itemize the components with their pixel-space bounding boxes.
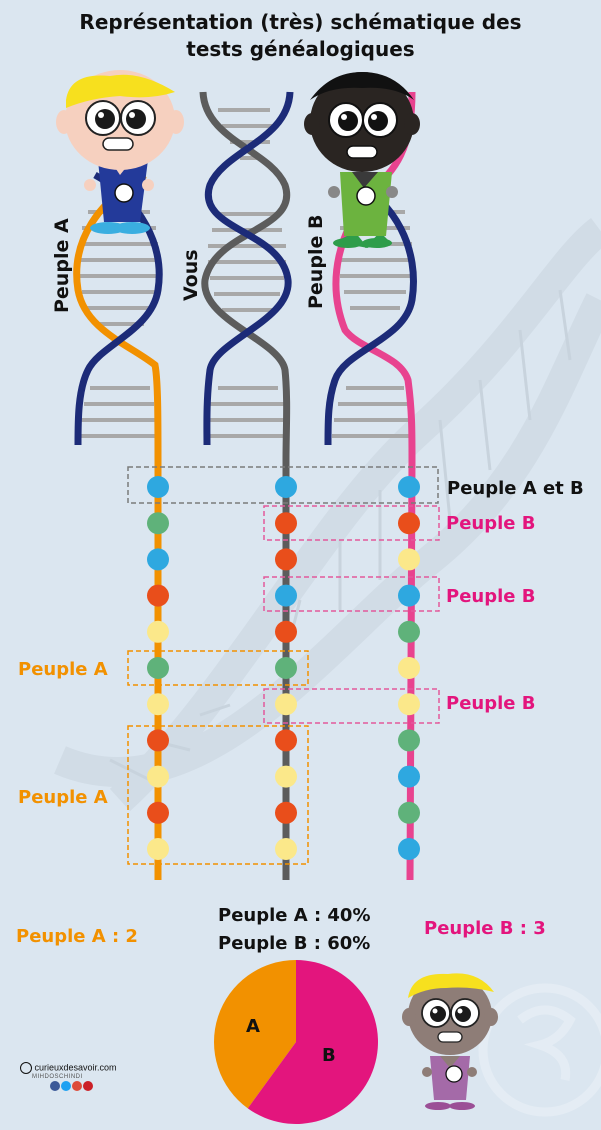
logo-site: curieuxdesavoir.com [34,1062,117,1073]
twitter-icon[interactable] [61,1081,71,1091]
bead-peuple_a-10 [147,801,169,824]
pie-label-a: A [246,1016,260,1037]
character-peuple-a [56,70,184,234]
pie-label-b: B [322,1045,336,1066]
pie-chart [213,960,378,1124]
bead-vous-11 [275,838,297,860]
bead-vous-6 [275,657,297,679]
bead-peuple_b-3 [398,548,420,571]
strand-label-peuple-b: Peuple B [305,214,327,309]
bead-vous-10 [275,801,297,824]
bead-vous-7 [275,693,297,716]
bead-peuple_a-9 [147,765,169,788]
logo-icon [20,1062,32,1074]
bead-peuple_b-11 [398,838,420,860]
facebook-icon[interactable] [50,1081,60,1091]
match-label-a1: Peuple A [18,659,108,680]
dna-helix-vous [199,91,294,880]
bead-peuple_b-9 [398,765,420,788]
site-logo: curieuxdesavoir.com MIHDOSCHINDI [20,1062,117,1093]
bead-vous-9 [275,765,297,788]
bead-peuple_b-10 [398,801,420,824]
bead-peuple_b-1 [398,476,420,498]
pinterest-icon[interactable] [83,1081,93,1091]
social-icons [50,1081,117,1093]
logo-author: MIHDOSCHINDI [32,1074,83,1080]
match-boxes [127,466,440,865]
match-label-b3: Peuple B [446,693,536,714]
match-label-b2: Peuple B [446,586,536,607]
bead-peuple_b-4 [398,584,420,607]
percent-peuple-b: Peuple B : 60% [218,933,371,954]
page-title: Représentation (très) schématique des te… [0,9,601,63]
count-peuple-a: Peuple A : 2 [16,926,138,947]
strand-label-peuple-a: Peuple A [51,218,73,313]
match-label-a2: Peuple A [18,787,108,808]
title-line-2: tests généalogiques [186,37,415,61]
character-peuple-b [304,72,420,248]
bead-peuple_a-4 [147,584,169,607]
bead-vous-2 [275,512,297,535]
match-box-a1 [127,650,309,686]
title-line-1: Représentation (très) schématique des [79,10,522,34]
match-box-b3 [263,688,440,724]
bead-vous-1 [275,476,297,498]
bead-peuple_a-6 [147,657,169,679]
dna-helix-peuple-b [324,91,417,881]
bead-vous-4 [275,584,297,607]
bead-peuple_b-8 [398,729,420,752]
bead-peuple_a-8 [147,729,169,752]
pie-slice-a [213,960,296,1109]
pie-slice-b [247,960,378,1124]
match-box-b2 [263,576,440,612]
count-peuple-b: Peuple B : 3 [424,918,546,939]
bead-peuple_a-1 [147,476,169,498]
bead-peuple_b-7 [398,693,420,716]
match-label-both: Peuple A et B [447,478,584,499]
character-small [402,973,498,1110]
google-plus-icon[interactable] [72,1081,82,1091]
bead-vous-8 [275,729,297,752]
bead-peuple_a-2 [147,512,169,535]
bead-peuple_b-5 [398,620,420,643]
bead-vous-3 [275,548,297,571]
bead-peuple_a-3 [147,548,169,571]
bead-chains [147,476,420,860]
bead-peuple_a-5 [147,620,169,643]
strand-label-vous: Vous [180,249,202,301]
bead-vous-5 [275,620,297,643]
match-box-both [127,466,439,504]
logo-watermark-icon [478,983,601,1117]
match-box-a2 [127,725,309,865]
bead-peuple_a-11 [147,838,169,860]
bead-peuple_b-2 [398,512,420,535]
match-box-b1 [263,505,440,541]
percent-peuple-a: Peuple A : 40% [218,905,371,926]
match-label-b1: Peuple B [446,513,536,534]
bead-peuple_b-6 [398,657,420,679]
bead-peuple_a-7 [147,693,169,716]
